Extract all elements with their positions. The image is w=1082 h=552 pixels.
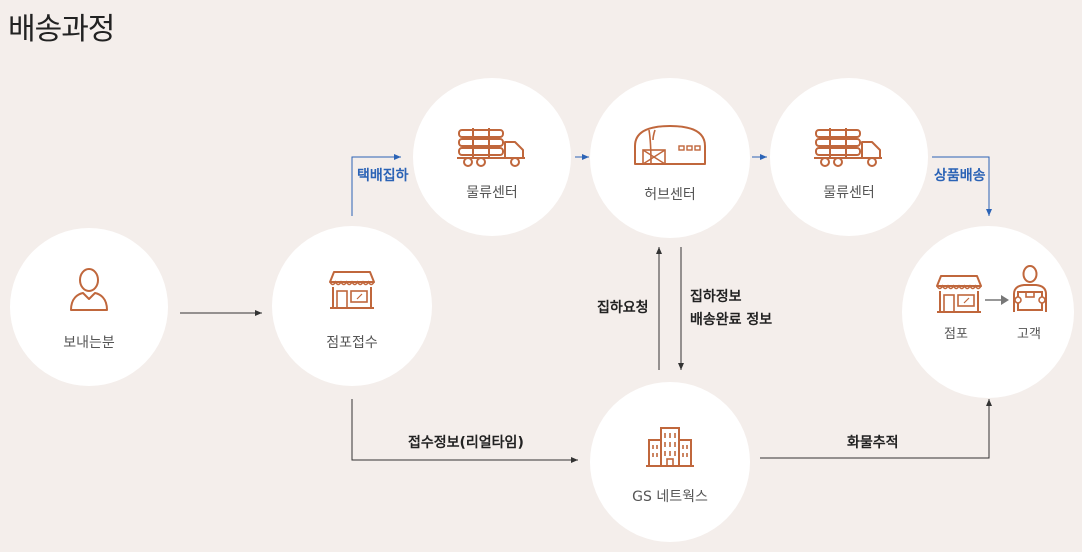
edge-receipt-info [351, 399, 578, 463]
office-building-icon [646, 427, 694, 467]
node-hub-center: 허브센터 [590, 78, 750, 238]
label-pickup-request: 집하요청 [597, 300, 649, 316]
edge-pickup [351, 154, 401, 216]
node-destination-customer-label: 고객 [1017, 327, 1041, 342]
label-delivery-done: 배송완료 정보 [690, 312, 773, 328]
edge-delivery [932, 156, 992, 216]
node-logistics-center-1-label: 물류센터 [466, 185, 518, 201]
node-logistics-center-1: 물류센터 [413, 78, 571, 236]
edge-tracking [760, 399, 992, 459]
person-icon [70, 268, 108, 311]
arrow-right-icon [985, 295, 1009, 305]
customer-box-icon [1013, 265, 1047, 312]
node-destination-store-label: 점포 [944, 327, 968, 342]
page-title: 배송과정 [8, 12, 115, 47]
node-sender: 보내는분 [10, 228, 168, 386]
node-logistics-center-2: 물류센터 [770, 78, 928, 236]
node-destination: 점포 고객 [902, 226, 1074, 398]
label-delivery: 상품배송 [934, 168, 986, 184]
node-gs-networks-label: GS 네트웍스 [632, 489, 708, 505]
label-receipt-info: 접수정보(리얼타임) [408, 435, 524, 451]
label-pickup: 택배집하 [357, 168, 409, 184]
label-tracking: 화물추적 [847, 435, 899, 451]
warehouse-icon [634, 125, 706, 165]
truck-icon [457, 128, 525, 167]
node-hub-center-label: 허브센터 [644, 187, 696, 203]
node-sender-label: 보내는분 [63, 335, 115, 351]
storefront-icon [329, 271, 375, 309]
node-store: 점포접수 [272, 226, 432, 386]
node-store-label: 점포접수 [326, 335, 378, 351]
truck-icon [814, 128, 882, 167]
storefront-icon [936, 275, 982, 313]
label-pickup-info: 집하정보 [690, 289, 742, 305]
node-gs-networks: GS 네트웍스 [590, 382, 750, 542]
node-logistics-center-2-label: 물류센터 [823, 185, 875, 201]
